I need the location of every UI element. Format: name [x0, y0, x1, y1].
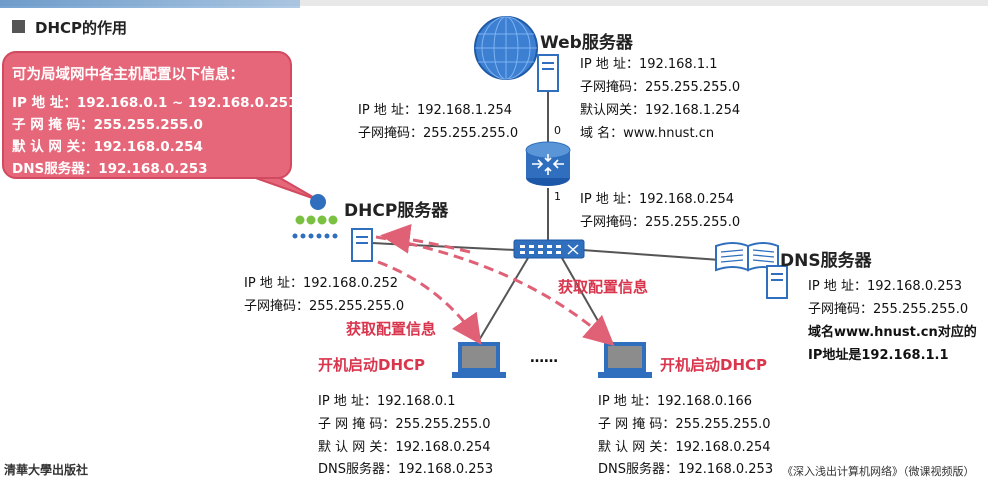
web-server-gateway: 默认网关：192.168.1.254: [580, 103, 741, 118]
host1-dns: DNS服务器：192.168.0.253: [318, 462, 494, 477]
web-server-mask: 子网掩码：255.255.255.0: [580, 80, 741, 95]
router-port1-label: 1: [554, 190, 561, 203]
callout-line-dns: DNS服务器：192.168.0.253: [12, 161, 208, 177]
host1-title: 开机启动DHCP: [318, 356, 426, 374]
web-server-domain: 域 名：www.hnust.cn: [580, 126, 715, 141]
host2-ip: IP 地 址：192.168.0.166: [598, 394, 753, 409]
switch-icon: [513, 239, 585, 259]
callout-line-ip: IP 地 址：192.168.0.1 ~ 192.168.0.251: [12, 95, 298, 111]
link-switch-dhcp: [371, 242, 516, 251]
host2-mask: 子 网 掩 码：255.255.255.0: [598, 417, 771, 432]
link-switch-host2: [561, 257, 611, 343]
section-bullet-icon: [12, 20, 25, 33]
host1-laptop-icon: [452, 342, 506, 378]
flow-arrow-dhcp-reply: [380, 223, 471, 254]
dhcp-server-ip: IP 地 址：192.168.0.252: [244, 276, 399, 291]
dns-server-mask: 子网掩码：255.255.255.0: [808, 302, 969, 317]
link-switch-host1: [477, 257, 529, 343]
dhcp-info-callout: [2, 51, 292, 179]
router-if0-ip: IP 地 址：192.168.1.254: [358, 103, 513, 118]
book-title: 《深入浅出计算机网络》（微课视频版）: [782, 465, 975, 478]
flow-label-right: 获取配置信息: [558, 278, 649, 296]
dns-book-icon: [715, 242, 779, 272]
section-title: DHCP的作用: [35, 19, 128, 37]
flow-arrow-host2-request: [375, 235, 615, 346]
dns-server-note-2: IP地址是192.168.1.1: [808, 348, 949, 363]
flow-label-left: 获取配置信息: [346, 320, 437, 338]
callout-line-gateway: 默 认 网 关：192.168.0.254: [12, 139, 203, 155]
callout-heading: 可为局域网中各主机配置以下信息：: [12, 67, 244, 83]
dhcp-people-icon: [292, 194, 338, 239]
callout-tail: [249, 175, 319, 201]
top-title-remnant: [0, 0, 300, 8]
web-server-ip: IP 地 址：192.168.1.1: [580, 57, 718, 72]
web-globe-icon: [474, 16, 538, 80]
callout-line-mask: 子 网 掩 码：255.255.255.0: [12, 117, 203, 133]
router-if0-mask: 子网掩码：255.255.255.0: [358, 126, 519, 141]
host1-mask: 子 网 掩 码：255.255.255.0: [318, 417, 491, 432]
host1-ip: IP 地 址：192.168.0.1: [318, 394, 456, 409]
dns-server-ip: IP 地 址：192.168.0.253: [808, 279, 963, 294]
host2-laptop-icon: [598, 342, 652, 378]
flow-arrow-host1-request: [377, 260, 482, 345]
router-if1-ip: IP 地 址：192.168.0.254: [580, 192, 735, 207]
host1-gateway: 默 认 网 关：192.168.0.254: [318, 440, 491, 455]
host2-title: 开机启动DHCP: [660, 356, 768, 374]
publisher-logo: 清華大學出版社: [4, 463, 89, 477]
dhcp-server-title: DHCP服务器: [344, 201, 449, 221]
web-server-title: Web服务器: [540, 33, 633, 53]
dns-server-note-1: 域名www.hnust.cn对应的: [808, 325, 977, 340]
dhcp-server-mask: 子网掩码：255.255.255.0: [244, 299, 405, 314]
host2-dns: DNS服务器：192.168.0.253: [598, 462, 774, 477]
dns-server-title: DNS服务器: [780, 251, 872, 271]
router-icon: [525, 141, 571, 186]
router-if1-mask: 子网掩码：255.255.255.0: [580, 215, 741, 230]
web-server-icon: [537, 54, 559, 92]
dhcp-server-icon: [351, 228, 373, 262]
dns-server-icon: [766, 265, 788, 299]
top-band: [0, 0, 988, 6]
host2-gateway: 默 认 网 关：192.168.0.254: [598, 440, 771, 455]
more-hosts-ellipsis: ……: [530, 350, 558, 366]
router-port0-label: 0: [554, 124, 561, 137]
